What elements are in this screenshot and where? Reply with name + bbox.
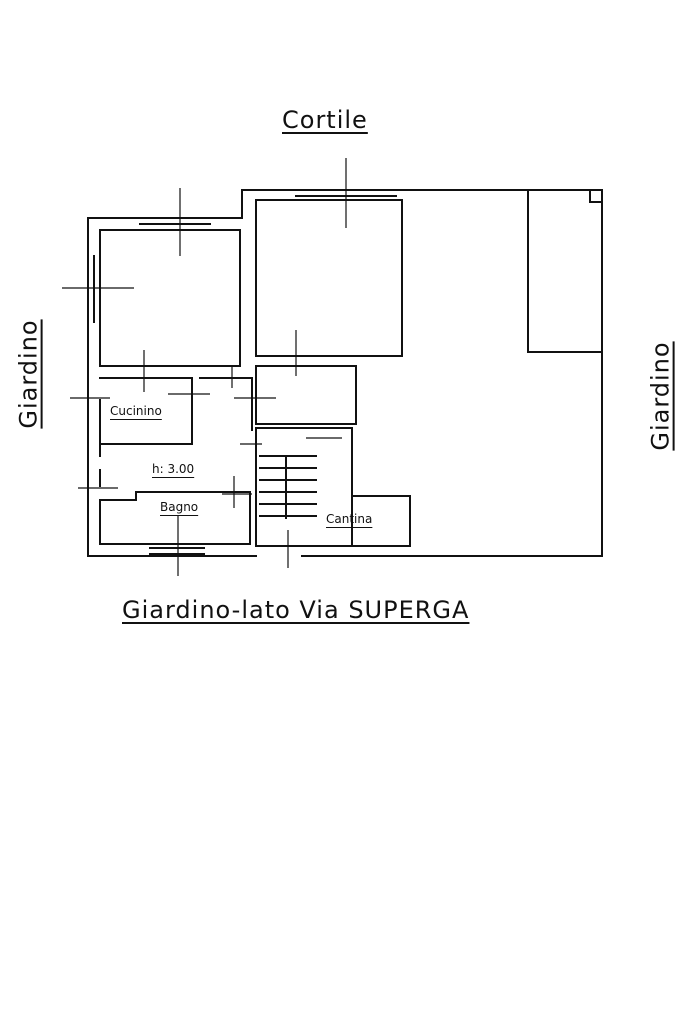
bathroom-walls	[99, 491, 251, 545]
label-cantina: Cantina	[326, 512, 373, 526]
label-giardino-right: Giardino	[646, 341, 675, 451]
window-bottom	[149, 547, 205, 555]
room-upper-right	[255, 199, 403, 357]
lot-boundary	[241, 189, 603, 557]
label-cortile: Cortile	[282, 106, 368, 134]
label-bagno: Bagno	[160, 500, 199, 514]
label-height: h: 3.00	[152, 462, 195, 476]
middle-room	[255, 365, 357, 425]
label-giardino-lato-via-superga: Giardino-lato Via SUPERGA	[122, 596, 470, 624]
kitchenette-walls	[99, 377, 193, 445]
right-annex	[527, 189, 603, 353]
apartment-left-wall	[87, 217, 257, 557]
cellar-outline	[301, 439, 411, 547]
label-giardino-left: Giardino	[14, 319, 43, 429]
corner-post	[589, 189, 603, 203]
window-top-left	[139, 217, 211, 225]
label-cucinino: Cucinino	[110, 404, 162, 418]
apartment-outline	[87, 189, 257, 219]
stair-box	[255, 427, 353, 547]
window-left	[87, 255, 95, 323]
room-large	[99, 229, 241, 367]
corridor-wall	[199, 377, 253, 431]
stairs	[259, 455, 317, 519]
